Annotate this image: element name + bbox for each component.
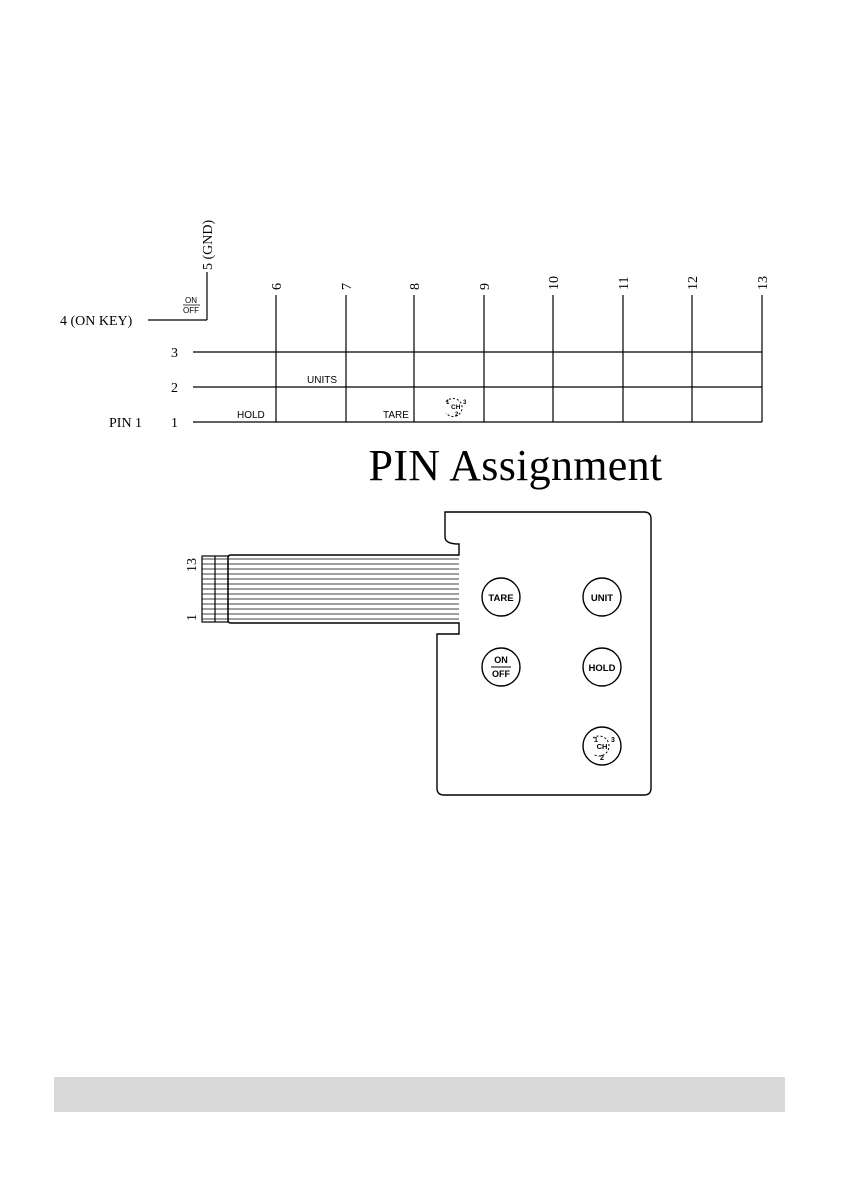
gnd-pin-label: 5 (GND) — [201, 220, 216, 270]
tare-button-label: TARE — [488, 593, 513, 604]
cell-label-units: UNITS — [307, 375, 337, 386]
ch-cycle-icon-1: 1 — [446, 400, 450, 406]
channel-button[interactable]: CH 1 3 2 — [583, 727, 621, 765]
ribbon-cable — [202, 559, 459, 619]
column-pin-12: 12 — [686, 276, 701, 290]
diagram-title: PIN Assignment — [0, 440, 841, 491]
pin1-label: PIN 1 — [109, 416, 142, 431]
cell-label-tare: TARE — [383, 410, 409, 421]
column-pin-6: 6 — [270, 283, 285, 290]
on-key-label: 4 (ON KEY) — [60, 314, 133, 329]
hold-button[interactable]: HOLD — [583, 648, 621, 686]
ch-cycle-icon: CH 1 3 2 — [446, 398, 467, 418]
column-pin-8: 8 — [408, 283, 423, 290]
channel-button-label: CH — [597, 742, 608, 751]
unit-button-label: UNIT — [591, 593, 613, 604]
on-off-button-off: OFF — [492, 669, 510, 679]
on-off-button[interactable]: ON OFF — [482, 648, 520, 686]
hold-button-label: HOLD — [589, 663, 616, 674]
column-pin-13: 13 — [756, 276, 771, 290]
row-pin-3: 3 — [171, 346, 178, 361]
ch-cycle-icon-2: 2 — [455, 412, 459, 418]
on-off-button-on: ON — [494, 655, 508, 665]
column-pin-7: 7 — [340, 283, 355, 290]
cell-label-hold: HOLD — [237, 410, 265, 421]
ch-cycle-icon-3: 3 — [463, 400, 467, 406]
cable-pin-13: 13 — [185, 558, 200, 572]
on-off-symbol-off: OFF — [183, 306, 199, 315]
on-off-symbol: ON OFF — [183, 296, 200, 315]
column-pin-11: 11 — [617, 277, 632, 290]
row-pin-2: 2 — [171, 381, 178, 396]
channel-button-2: 2 — [600, 755, 604, 762]
pin-matrix — [148, 272, 762, 422]
channel-button-1: 1 — [594, 737, 598, 744]
tare-button[interactable]: TARE — [482, 578, 520, 616]
footer-bar — [54, 1077, 785, 1112]
channel-button-3: 3 — [611, 737, 615, 744]
row-pin-1: 1 — [171, 416, 178, 431]
on-off-symbol-on: ON — [185, 296, 197, 305]
column-pin-9: 9 — [478, 283, 493, 290]
ch-cycle-icon-label: CH — [451, 404, 461, 411]
cable-pin-1: 1 — [185, 614, 200, 621]
column-pin-10: 10 — [547, 276, 562, 290]
unit-button[interactable]: UNIT — [583, 578, 621, 616]
